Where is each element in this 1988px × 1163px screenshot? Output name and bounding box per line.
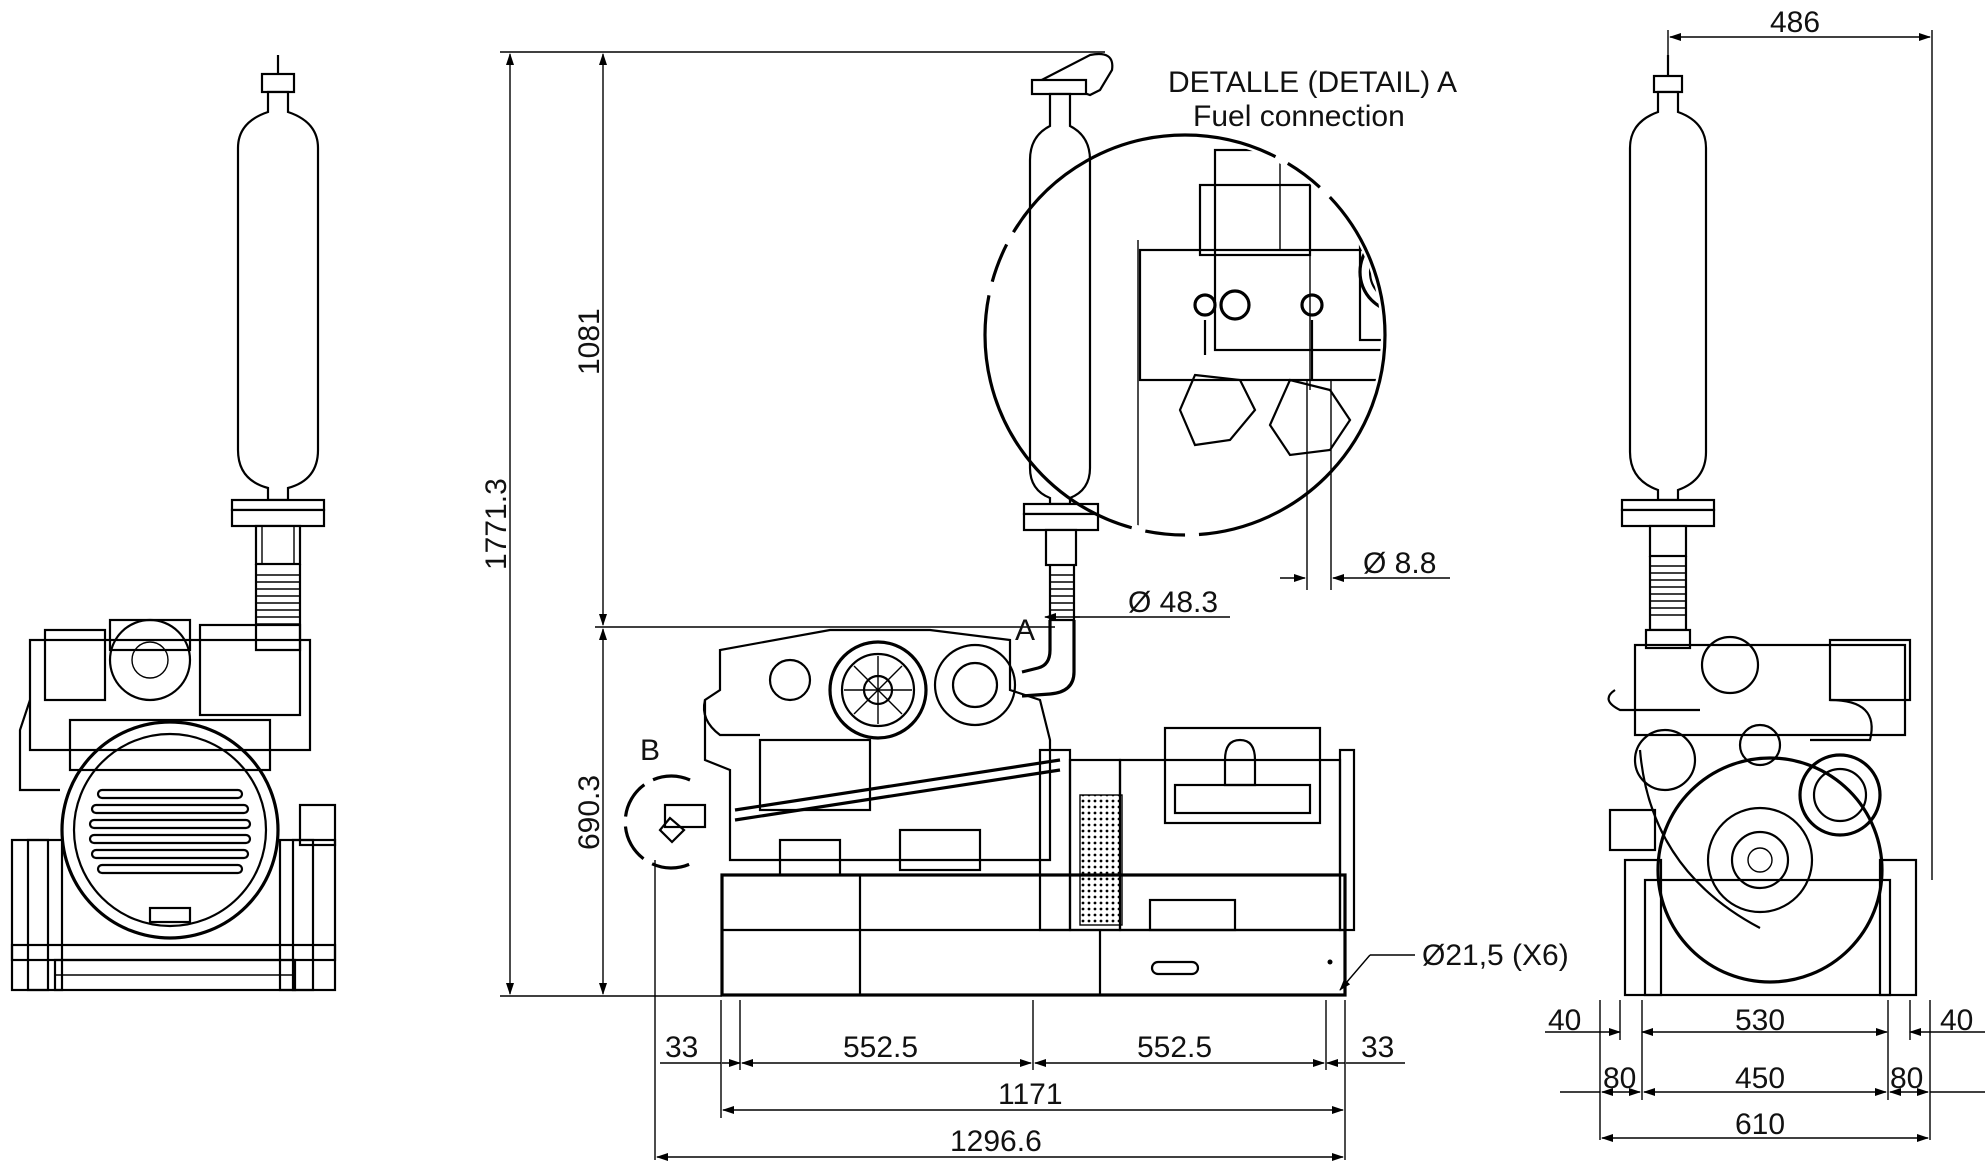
dim-lower-height: 690.3 xyxy=(573,775,606,850)
dim-base-length: 1171 xyxy=(998,1078,1063,1111)
dim-left-offset: 33 xyxy=(665,1031,698,1064)
detail-a xyxy=(983,133,1450,590)
dim-span-2: 552.5 xyxy=(1137,1031,1212,1064)
dim-rear-left-40: 40 xyxy=(1548,1004,1581,1037)
front-view xyxy=(10,55,337,992)
rear-view xyxy=(1607,55,1918,997)
dim-exhaust-offset: 486 xyxy=(1770,6,1820,39)
side-exhaust xyxy=(1021,52,1114,698)
dim-span-1: 552.5 xyxy=(843,1031,918,1064)
rear-exhaust xyxy=(1620,55,1716,650)
labels: DETALLE (DETAIL) A Fuel connection Ø 8.8… xyxy=(480,6,1973,1158)
front-exhaust xyxy=(230,55,326,652)
dim-mounting-holes: Ø21,5 (X6) xyxy=(1422,939,1569,972)
dim-overall-length: 1296.6 xyxy=(950,1125,1042,1158)
dim-rear-530: 530 xyxy=(1735,1004,1785,1037)
dim-rear-left-80: 80 xyxy=(1603,1062,1636,1095)
dim-rear-450: 450 xyxy=(1735,1062,1785,1095)
detail-a-title: DETALLE (DETAIL) A xyxy=(1168,66,1457,99)
dim-exhaust-diameter: Ø 48.3 xyxy=(1128,586,1218,619)
detail-a-subtitle: Fuel connection xyxy=(1193,100,1405,133)
dim-right-offset: 33 xyxy=(1361,1031,1394,1064)
dim-rear-610: 610 xyxy=(1735,1108,1785,1141)
dim-rear-right-80: 80 xyxy=(1890,1062,1923,1095)
marker-b: B xyxy=(640,734,660,767)
dim-total-height: 1771.3 xyxy=(480,478,513,570)
rear-dimensions xyxy=(1545,30,1985,1142)
fuel-connection-diameter: Ø 8.8 xyxy=(1363,547,1436,580)
marker-a: A xyxy=(1015,614,1035,647)
side-view xyxy=(623,52,1356,997)
side-dimensions xyxy=(500,51,1415,1161)
dim-rear-right-40: 40 xyxy=(1940,1004,1973,1037)
dim-upper-height: 1081 xyxy=(573,308,606,375)
